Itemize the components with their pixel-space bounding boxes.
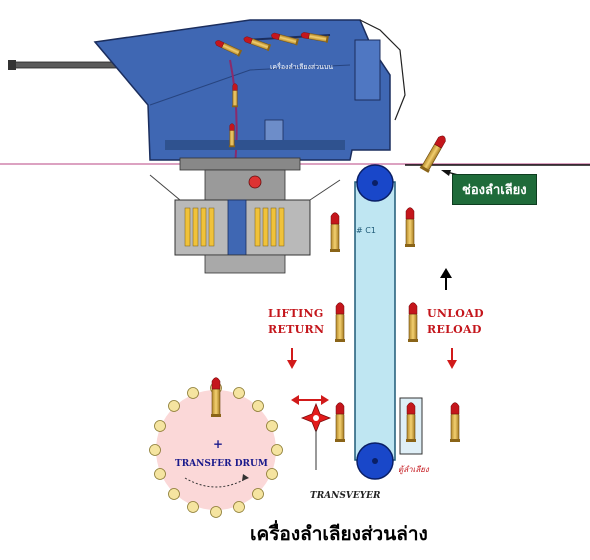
transveyer-label: TRANSVEYER: [310, 491, 381, 501]
loader-box: [399, 397, 461, 455]
red-down-arrows: [287, 348, 457, 369]
loading-port-callout: ช่องลำเลียง: [452, 174, 537, 205]
turret-label: เครื่องลำเลียงส่วนบน: [270, 63, 334, 71]
unload-label: UNLOAD: [427, 307, 484, 320]
conveyor-mark: # C1: [356, 226, 376, 235]
lifting-label: LIFTING: [268, 307, 324, 320]
diagram-caption: เครื่องลำเลียงส่วนล่าง: [250, 523, 428, 545]
transfer-drum: [149, 377, 283, 518]
reload-label: RELOAD: [427, 323, 482, 336]
up-arrow: [440, 268, 452, 290]
transveyer-mechanism: [300, 402, 332, 470]
loader-box-label: ตู้ลำเลียง: [398, 465, 429, 474]
return-label: RETURN: [268, 323, 325, 336]
conveyor-belt: [354, 164, 396, 480]
drum-center-mark: +: [213, 437, 224, 451]
transfer-drum-label: TRANSFER DRUM: [175, 459, 268, 469]
transfer-double-arrow: [291, 395, 329, 405]
turret-trunk: [149, 157, 341, 274]
